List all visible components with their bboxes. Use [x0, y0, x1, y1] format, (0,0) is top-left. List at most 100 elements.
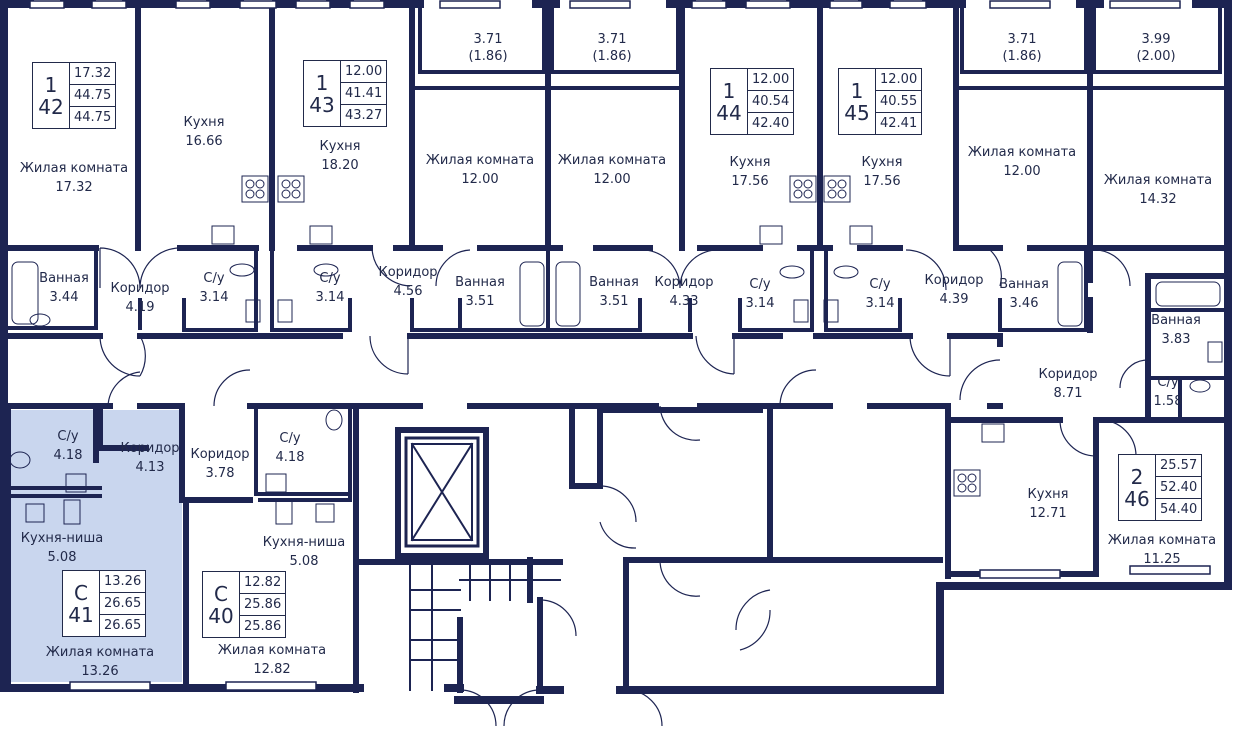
room-name: Кухня: [729, 155, 771, 170]
room-name: Жилая комната: [425, 153, 535, 168]
room-area: 12.00: [593, 172, 631, 187]
room-label: Ванная 3.83: [1151, 311, 1201, 349]
apartment-type: 1: [315, 70, 329, 95]
room-name: Ванная: [999, 277, 1049, 292]
room-area: 8.71: [1053, 386, 1083, 401]
room-name: С/у: [869, 277, 891, 292]
windows: [29, 0, 1211, 691]
room-name: С/у: [749, 277, 771, 292]
room-name: Коридор: [924, 273, 984, 288]
room-name: Кухня: [1027, 487, 1069, 502]
room-label: С/у 3.14: [200, 269, 229, 307]
room-name: Кухня: [861, 155, 903, 170]
room-name: Ванная: [589, 275, 639, 290]
room-area: 3.46: [1009, 296, 1039, 311]
area-total: 40.54: [748, 91, 794, 113]
room-area: 18.20: [321, 158, 359, 173]
room-name: С/у: [279, 431, 301, 446]
room-label: Жилая комната 14.32: [1104, 171, 1212, 209]
room-area: 1.58: [1153, 394, 1183, 409]
room-name: Ванная: [1151, 313, 1201, 328]
room-name: Коридор: [120, 441, 180, 456]
doors[interactable]: [99, 247, 1149, 727]
apartment-number: 45: [844, 100, 870, 125]
room-label: 3.71(1.86): [592, 31, 631, 65]
room-area: 17.56: [731, 174, 769, 189]
area-living: 12.00: [748, 69, 794, 91]
area-with-balcony: 54.40: [1160, 502, 1198, 517]
room-name: Коридор: [110, 281, 170, 296]
area-total: 26.65: [100, 593, 146, 615]
room-name: Жилая комната: [45, 645, 155, 660]
room-area: 3.14: [865, 296, 895, 311]
room-name: Ванная: [39, 271, 89, 286]
room-label: 3.71(1.86): [468, 31, 507, 65]
area-total: 25.86: [240, 594, 286, 616]
room-name: С/у: [57, 429, 79, 444]
room-area: (1.86): [468, 49, 508, 64]
room-name: Жилая комната: [557, 153, 667, 168]
apartment-type: 2: [1130, 464, 1144, 489]
room-label: Кухня 18.20: [320, 137, 361, 175]
room-area: 4.56: [393, 284, 423, 299]
room-area: 3.83: [1161, 332, 1191, 347]
room-area: 5.08: [289, 554, 319, 569]
apartment-number: 40: [208, 603, 234, 628]
room-area: 4.39: [939, 292, 969, 307]
room-area: (1.86): [592, 49, 632, 64]
room-label: Коридор 4.19: [110, 279, 169, 317]
room-name: Кухня: [319, 139, 361, 154]
apartment-number: 44: [716, 100, 742, 125]
room-name: С/у: [1157, 375, 1179, 390]
apartment-number: 41: [68, 602, 94, 627]
room-label: Жилая комната 12.00: [426, 151, 534, 189]
room-area: 17.32: [55, 180, 93, 195]
room-area: 12.00: [461, 172, 499, 187]
room-label: С/у 3.14: [866, 275, 895, 313]
room-area: 4.18: [275, 450, 305, 465]
apartment-type: С: [74, 580, 88, 605]
area-with-balcony: 42.41: [880, 116, 918, 131]
room-name: Кухня-ниша: [262, 535, 346, 550]
room-label: 3.99(2.00): [1136, 31, 1175, 65]
room-area: 3.14: [199, 290, 229, 305]
room-area: 12.00: [1003, 164, 1041, 179]
room-label: С/у 4.18: [276, 429, 305, 467]
room-area: (2.00): [1136, 49, 1176, 64]
room-name: Жилая комната: [1103, 173, 1213, 188]
room-name: С/у: [203, 271, 225, 286]
apartment-number: 46: [1124, 486, 1150, 511]
area-with-balcony: 42.40: [752, 116, 790, 131]
room-area: 16.66: [185, 134, 223, 149]
room-area: 3.71: [1007, 32, 1037, 47]
area-with-balcony: 26.65: [104, 618, 142, 633]
room-name: Ванная: [455, 275, 505, 290]
room-area: 3.78: [205, 466, 235, 481]
room-label: Коридор 4.39: [924, 271, 983, 309]
room-area: 5.08: [47, 550, 77, 565]
room-area: 14.32: [1139, 192, 1177, 207]
walls: [0, 0, 1232, 704]
apartment-number: 42: [38, 94, 64, 119]
room-area: 4.19: [125, 300, 155, 315]
